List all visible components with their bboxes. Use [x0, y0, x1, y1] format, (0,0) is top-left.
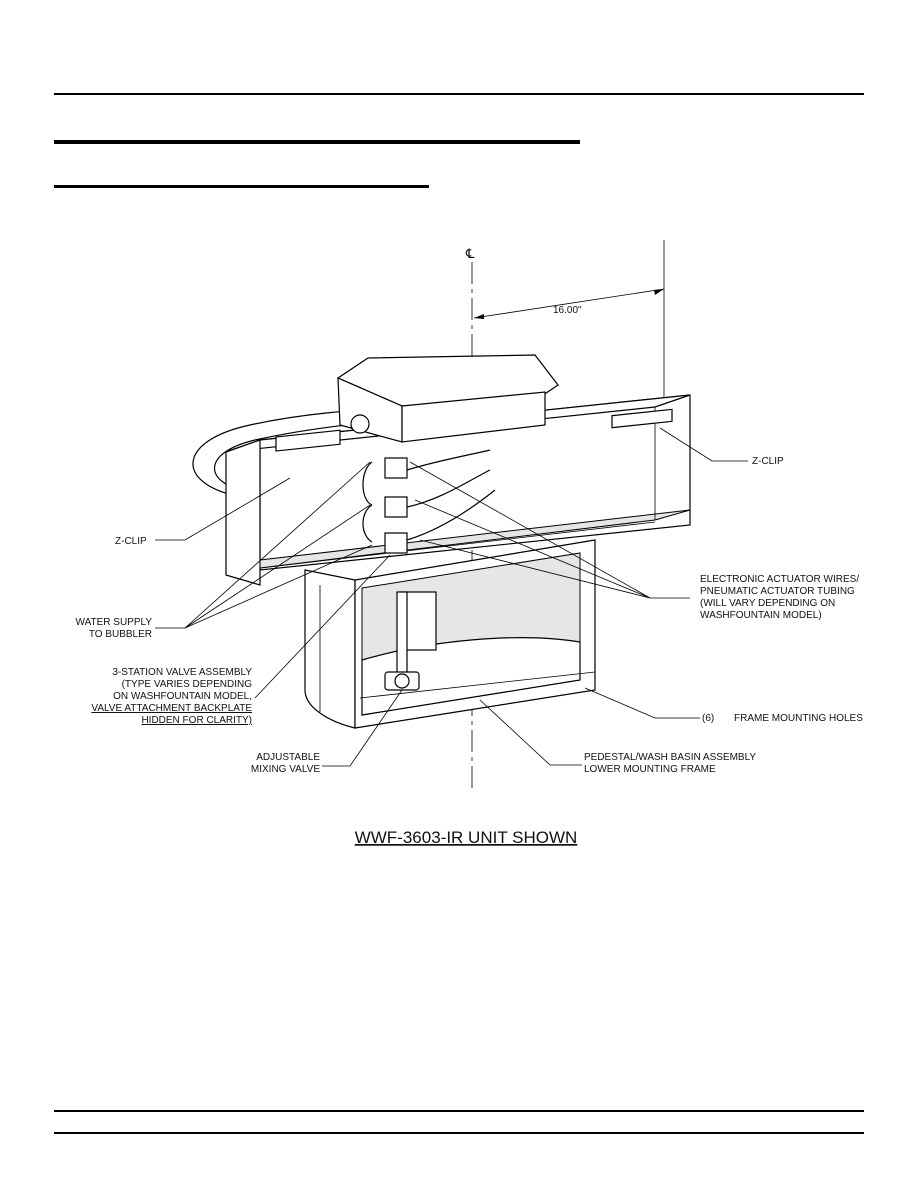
label-water-supply-2: TO BUBBLER — [89, 629, 152, 640]
label-actuator-4: WASHFOUNTAIN MODEL) — [700, 610, 822, 621]
label-valve-assembly-3: ON WASHFOUNTAIN MODEL, — [113, 691, 252, 702]
z-clip-left — [275, 429, 341, 452]
label-pedestal-2: LOWER MOUNTING FRAME — [584, 764, 716, 775]
knockout-hole — [350, 414, 370, 434]
label-z-clip-right: Z-CLIP — [752, 456, 784, 467]
centerline-symbol: ℄ — [465, 246, 475, 261]
label-z-clip-left: Z-CLIP — [115, 536, 147, 547]
dimension-arrow-right — [654, 289, 664, 295]
subsection-heading-rule — [54, 185, 429, 188]
label-pedestal-1: PEDESTAL/WASH BASIN ASSEMBLY — [584, 752, 756, 763]
channel-left-wall — [225, 439, 261, 586]
label-frame-holes-count: (6) — [702, 713, 714, 724]
dimension-arrow-left — [474, 314, 484, 319]
label-valve-assembly-1: 3-STATION VALVE ASSEMBLY — [112, 667, 252, 678]
label-frame-holes: FRAME MOUNTING HOLES — [734, 713, 863, 724]
label-valve-assembly-5: HIDDEN FOR CLARITY) — [141, 715, 252, 726]
footer-rule-bottom — [54, 1132, 864, 1134]
label-mixing-valve-1: ADJUSTABLE — [256, 752, 320, 763]
label-water-supply-1: WATER SUPPLY — [76, 617, 153, 628]
label-valve-assembly-2: (TYPE VARIES DEPENDING — [122, 679, 253, 690]
label-actuator-2: PNEUMATIC ACTUATOR TUBING — [700, 586, 855, 597]
z-clip-right — [611, 408, 673, 429]
label-actuator-3: (WILL VARY DEPENDING ON — [700, 598, 835, 609]
valve-assembly — [362, 449, 496, 554]
dimension-line — [473, 288, 665, 319]
dimension-value: 16.00" — [553, 305, 582, 316]
section-heading-rule — [54, 140, 580, 144]
label-actuator-1: ELECTRONIC ACTUATOR WIRES/ — [700, 574, 859, 585]
control-box-front — [401, 391, 546, 443]
figure-caption: WWF-3603-IR UNIT SHOWN — [355, 828, 578, 847]
header-rule — [54, 93, 864, 95]
label-mixing-valve-2: MIXING VALVE — [251, 764, 320, 775]
leader-lines — [155, 427, 748, 767]
label-valve-assembly-4: VALVE ATTACHMENT BACKPLATE — [91, 703, 252, 714]
pedestal-body — [304, 569, 356, 729]
footer-rule-top — [54, 1110, 864, 1112]
